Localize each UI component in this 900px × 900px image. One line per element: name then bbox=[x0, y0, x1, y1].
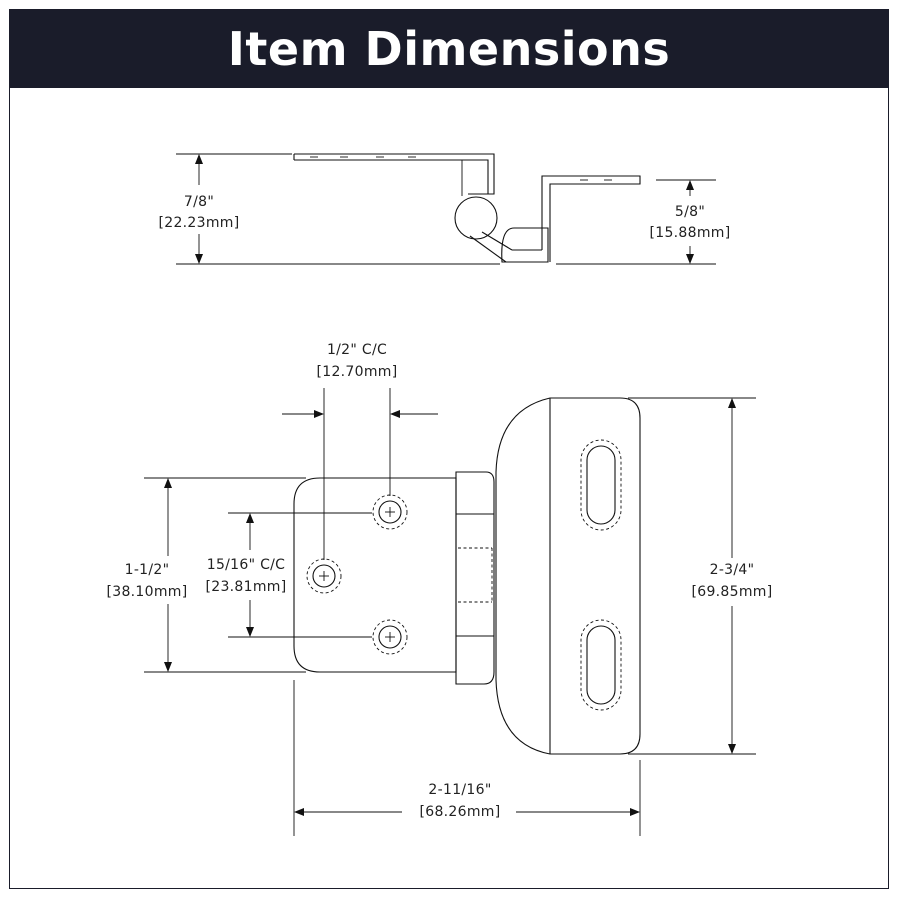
label-overall-width-inch: 2-11/16" bbox=[428, 782, 491, 798]
label-hole-spacing-inch: 15/16" C/C bbox=[207, 557, 286, 573]
screw-hole-bottom bbox=[372, 619, 408, 655]
hinge-right-leaf bbox=[495, 397, 641, 755]
label-hole-offset-inch: 1/2" C/C bbox=[327, 342, 387, 358]
slot-top bbox=[580, 439, 622, 531]
slot-bottom bbox=[580, 619, 622, 711]
side-view: 7/8" [22.23mm] 5/8" [15.88mm] bbox=[159, 153, 731, 265]
label-5-8-mm: [15.88mm] bbox=[650, 225, 731, 241]
label-overall-height-inch: 2-3/4" bbox=[710, 562, 755, 578]
dimension-leaf-height: 1-1/2" [38.10mm] bbox=[107, 477, 306, 673]
dimension-hole-offset: 1/2" C/C [12.70mm] bbox=[282, 342, 438, 560]
screw-hole-middle bbox=[306, 558, 342, 594]
side-view-hinge-outline bbox=[293, 153, 641, 263]
label-overall-width-mm: [68.26mm] bbox=[420, 804, 501, 820]
screw-hole-top bbox=[372, 494, 408, 530]
label-hole-spacing-mm: [23.81mm] bbox=[206, 579, 287, 595]
dimension-5-8: 5/8" [15.88mm] bbox=[650, 179, 731, 264]
label-leaf-height-mm: [38.10mm] bbox=[107, 584, 188, 600]
dimension-7-8: 7/8" [22.23mm] bbox=[159, 153, 716, 265]
label-7-8-inch: 7/8" bbox=[184, 194, 214, 210]
label-overall-height-mm: [69.85mm] bbox=[692, 584, 773, 600]
label-leaf-height-inch: 1-1/2" bbox=[125, 562, 170, 578]
label-7-8-mm: [22.23mm] bbox=[159, 215, 240, 231]
hinge-left-leaf bbox=[293, 477, 457, 673]
title-banner: Item Dimensions bbox=[10, 10, 888, 88]
dimension-hole-spacing: 15/16" C/C [23.81mm] bbox=[206, 512, 372, 638]
front-view: 1/2" C/C [12.70mm] 15/16" C/C [23.81mm] … bbox=[107, 342, 773, 836]
label-5-8-inch: 5/8" bbox=[675, 204, 705, 220]
frame: Item Dimensions bbox=[9, 9, 889, 889]
hinge-knuckle bbox=[455, 471, 495, 685]
dimension-overall-height: 2-3/4" [69.85mm] bbox=[628, 397, 773, 755]
banner-title: Item Dimensions bbox=[227, 22, 671, 76]
label-hole-offset-mm: [12.70mm] bbox=[317, 364, 398, 380]
dimension-overall-width: 2-11/16" [68.26mm] bbox=[293, 680, 641, 836]
